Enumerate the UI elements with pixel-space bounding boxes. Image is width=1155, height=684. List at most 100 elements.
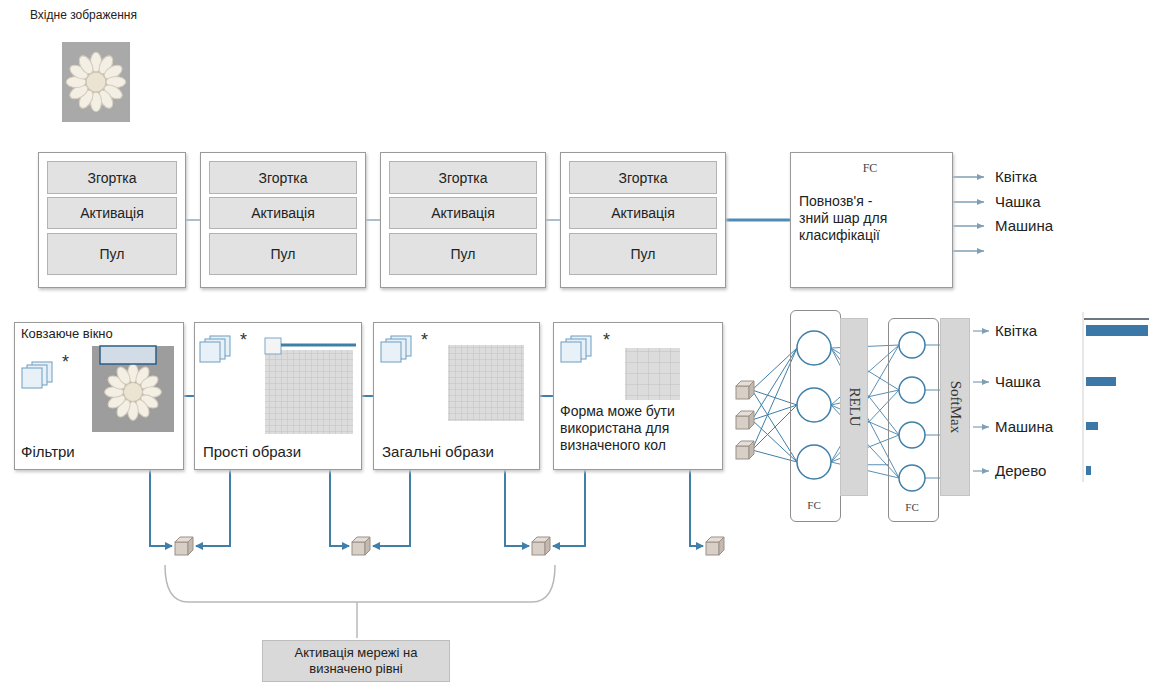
class-label: Чашка bbox=[995, 193, 1041, 211]
fc-layer: FC bbox=[790, 310, 841, 522]
art-use bbox=[736, 441, 754, 459]
art-line bbox=[973, 330, 989, 331]
art-rect bbox=[265, 350, 353, 434]
relu-band: RELU bbox=[840, 318, 868, 496]
feature-panel: Форма може бути використана для визначен… bbox=[553, 322, 723, 470]
class-label: Машина bbox=[995, 418, 1053, 436]
art-line bbox=[951, 176, 984, 177]
probability-bars bbox=[1083, 312, 1149, 482]
input-image bbox=[62, 42, 130, 122]
art-line bbox=[281, 344, 356, 347]
art-path bbox=[150, 470, 172, 546]
node-label: FC bbox=[889, 501, 935, 513]
art-rect bbox=[62, 42, 130, 122]
art-path bbox=[330, 470, 349, 546]
art-line bbox=[1083, 312, 1084, 482]
art-use bbox=[66, 52, 125, 111]
node-label: Активація мережі на визначено рівні bbox=[271, 645, 441, 677]
softmax-outputs bbox=[973, 331, 989, 471]
art-line bbox=[951, 201, 984, 202]
art-circle bbox=[797, 388, 831, 422]
convolution-step: Згортка bbox=[389, 161, 537, 194]
output-arrows-top bbox=[951, 177, 984, 251]
art-line bbox=[925, 345, 940, 346]
art-line bbox=[951, 225, 984, 226]
pooling-step: Пул bbox=[389, 233, 537, 275]
connector bbox=[726, 219, 790, 222]
art-circle bbox=[899, 422, 925, 448]
node-label: Активація bbox=[80, 205, 144, 221]
art-rect bbox=[1086, 325, 1148, 336]
art-line bbox=[973, 470, 989, 471]
pooling-step: Пул bbox=[569, 233, 717, 275]
art-line bbox=[1084, 318, 1149, 320]
convolution-operator: * bbox=[62, 352, 69, 372]
art-use bbox=[706, 537, 724, 555]
art-rect bbox=[265, 338, 281, 354]
node-label: Пул bbox=[100, 246, 125, 262]
node-label: Активація bbox=[431, 205, 495, 221]
node-label: FC bbox=[791, 499, 837, 511]
layer-block: ЗгорткаАктиваціяПул bbox=[200, 152, 366, 288]
art-circle bbox=[899, 377, 925, 403]
connector bbox=[540, 395, 553, 397]
art-use bbox=[175, 537, 193, 555]
activation-step: Активація bbox=[569, 197, 717, 229]
class-label: Квітка bbox=[995, 168, 1037, 186]
art-line bbox=[925, 478, 940, 479]
node-label: Пул bbox=[451, 246, 476, 262]
art-use bbox=[22, 362, 52, 388]
node-label: Активація bbox=[251, 205, 315, 221]
convolution-step: Згортка bbox=[569, 161, 717, 194]
convolution-step: Згортка bbox=[209, 161, 357, 194]
activation-step: Активація bbox=[209, 197, 357, 229]
node-label: Пул bbox=[631, 246, 656, 262]
general-patterns-art bbox=[381, 336, 524, 421]
activation-cubes bbox=[175, 537, 724, 555]
art-line bbox=[925, 435, 940, 436]
art-use bbox=[200, 336, 230, 362]
pooling-step: Пул bbox=[209, 233, 357, 275]
fc-classifier-box: FCПовнозв'я - зний шар для класифікації bbox=[790, 152, 953, 288]
art-rect bbox=[92, 346, 174, 432]
layer-block: ЗгорткаАктиваціяПул bbox=[560, 152, 726, 288]
art-path bbox=[553, 470, 585, 546]
bracket bbox=[165, 565, 555, 638]
activation-note: Активація мережі на визначено рівні bbox=[262, 640, 450, 682]
convolution-operator: * bbox=[421, 330, 428, 350]
art-use bbox=[532, 537, 550, 555]
art-rect bbox=[1086, 422, 1098, 430]
convolution-step: Згортка bbox=[47, 161, 177, 194]
simple-patterns-art bbox=[200, 336, 356, 434]
connector bbox=[546, 219, 560, 221]
layer-block: ЗгорткаАктиваціяПул bbox=[38, 152, 186, 288]
node-label: Повнозв'я - зний шар для класифікації bbox=[799, 193, 899, 244]
node-label: Згортка bbox=[438, 170, 487, 186]
shape-art bbox=[561, 336, 680, 400]
art-use bbox=[381, 336, 411, 362]
art-line bbox=[973, 381, 989, 382]
sliding-window-panel-art bbox=[22, 346, 174, 432]
art-rect bbox=[625, 348, 680, 400]
art-rect bbox=[1086, 377, 1116, 386]
art-path bbox=[196, 470, 230, 546]
class-label: Машина bbox=[995, 217, 1053, 235]
node-label: Пул bbox=[271, 246, 296, 262]
node-label: Ковзаюче вікно bbox=[19, 326, 115, 341]
art-use bbox=[736, 381, 754, 399]
node-label: Загальні образи bbox=[382, 443, 494, 461]
art-use bbox=[352, 537, 370, 555]
art-path bbox=[165, 565, 555, 602]
softmax-band: SoftMax bbox=[940, 318, 970, 496]
activation-step: Активація bbox=[389, 197, 537, 229]
art-path bbox=[373, 470, 410, 546]
art-use bbox=[561, 336, 591, 362]
node-label: RELU bbox=[846, 387, 863, 426]
art-rect bbox=[1086, 466, 1091, 475]
node-label: SoftMax bbox=[947, 381, 964, 434]
art-circle bbox=[797, 331, 831, 365]
node-label: Форма може бути використана для визначен… bbox=[560, 403, 716, 454]
